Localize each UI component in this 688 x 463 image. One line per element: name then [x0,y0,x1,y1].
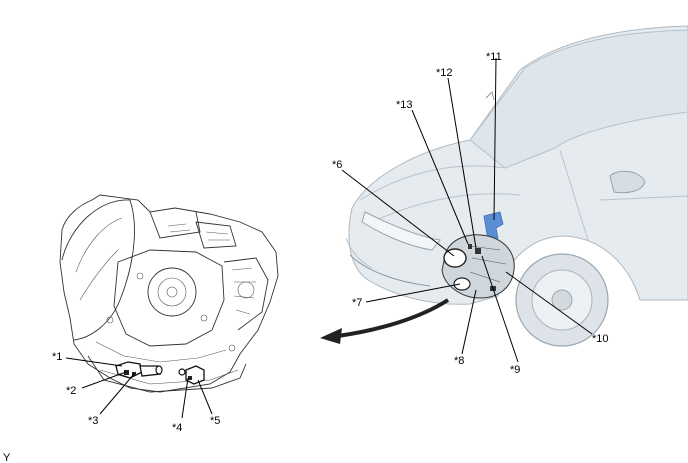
ecu-highlight [483,211,504,241]
vehicle-hood-line [359,165,506,201]
callout-3: *3 [88,415,98,427]
callout-9: *9 [510,364,520,376]
direction-arrow [320,298,450,344]
callout-4: *4 [172,422,182,434]
vehicle-mirror [609,170,646,194]
callout-2: *2 [66,385,76,397]
vehicle-illustration [345,25,688,347]
callout-13: *13 [396,99,413,111]
vehicle-headlight [361,211,441,251]
solenoid-cluster-right [178,365,205,385]
callout-labels: *1 *2 *3 *4 *5 *6 *7 *8 *9 *10 *11 *12 *… [52,51,609,434]
vehicle-front-wheel [515,253,609,347]
figure-code: Y [3,452,11,463]
callout-7: *7 [352,297,362,309]
callout-10: *10 [592,333,609,345]
leader-lines [65,57,593,419]
callout-11: *11 [486,51,502,63]
transaxle-housing [59,194,279,393]
callout-1: *1 [52,351,62,363]
vehicle-transaxle [441,234,515,299]
transaxle-oil-pan [87,355,247,393]
vehicle-windshield [469,29,688,169]
callout-8: *8 [454,355,464,367]
solenoid-cluster-left [115,361,163,379]
transaxle-illustration [59,194,279,393]
callout-12: *12 [436,67,453,79]
callout-6: *6 [332,159,342,171]
callout-5: *5 [210,415,220,427]
